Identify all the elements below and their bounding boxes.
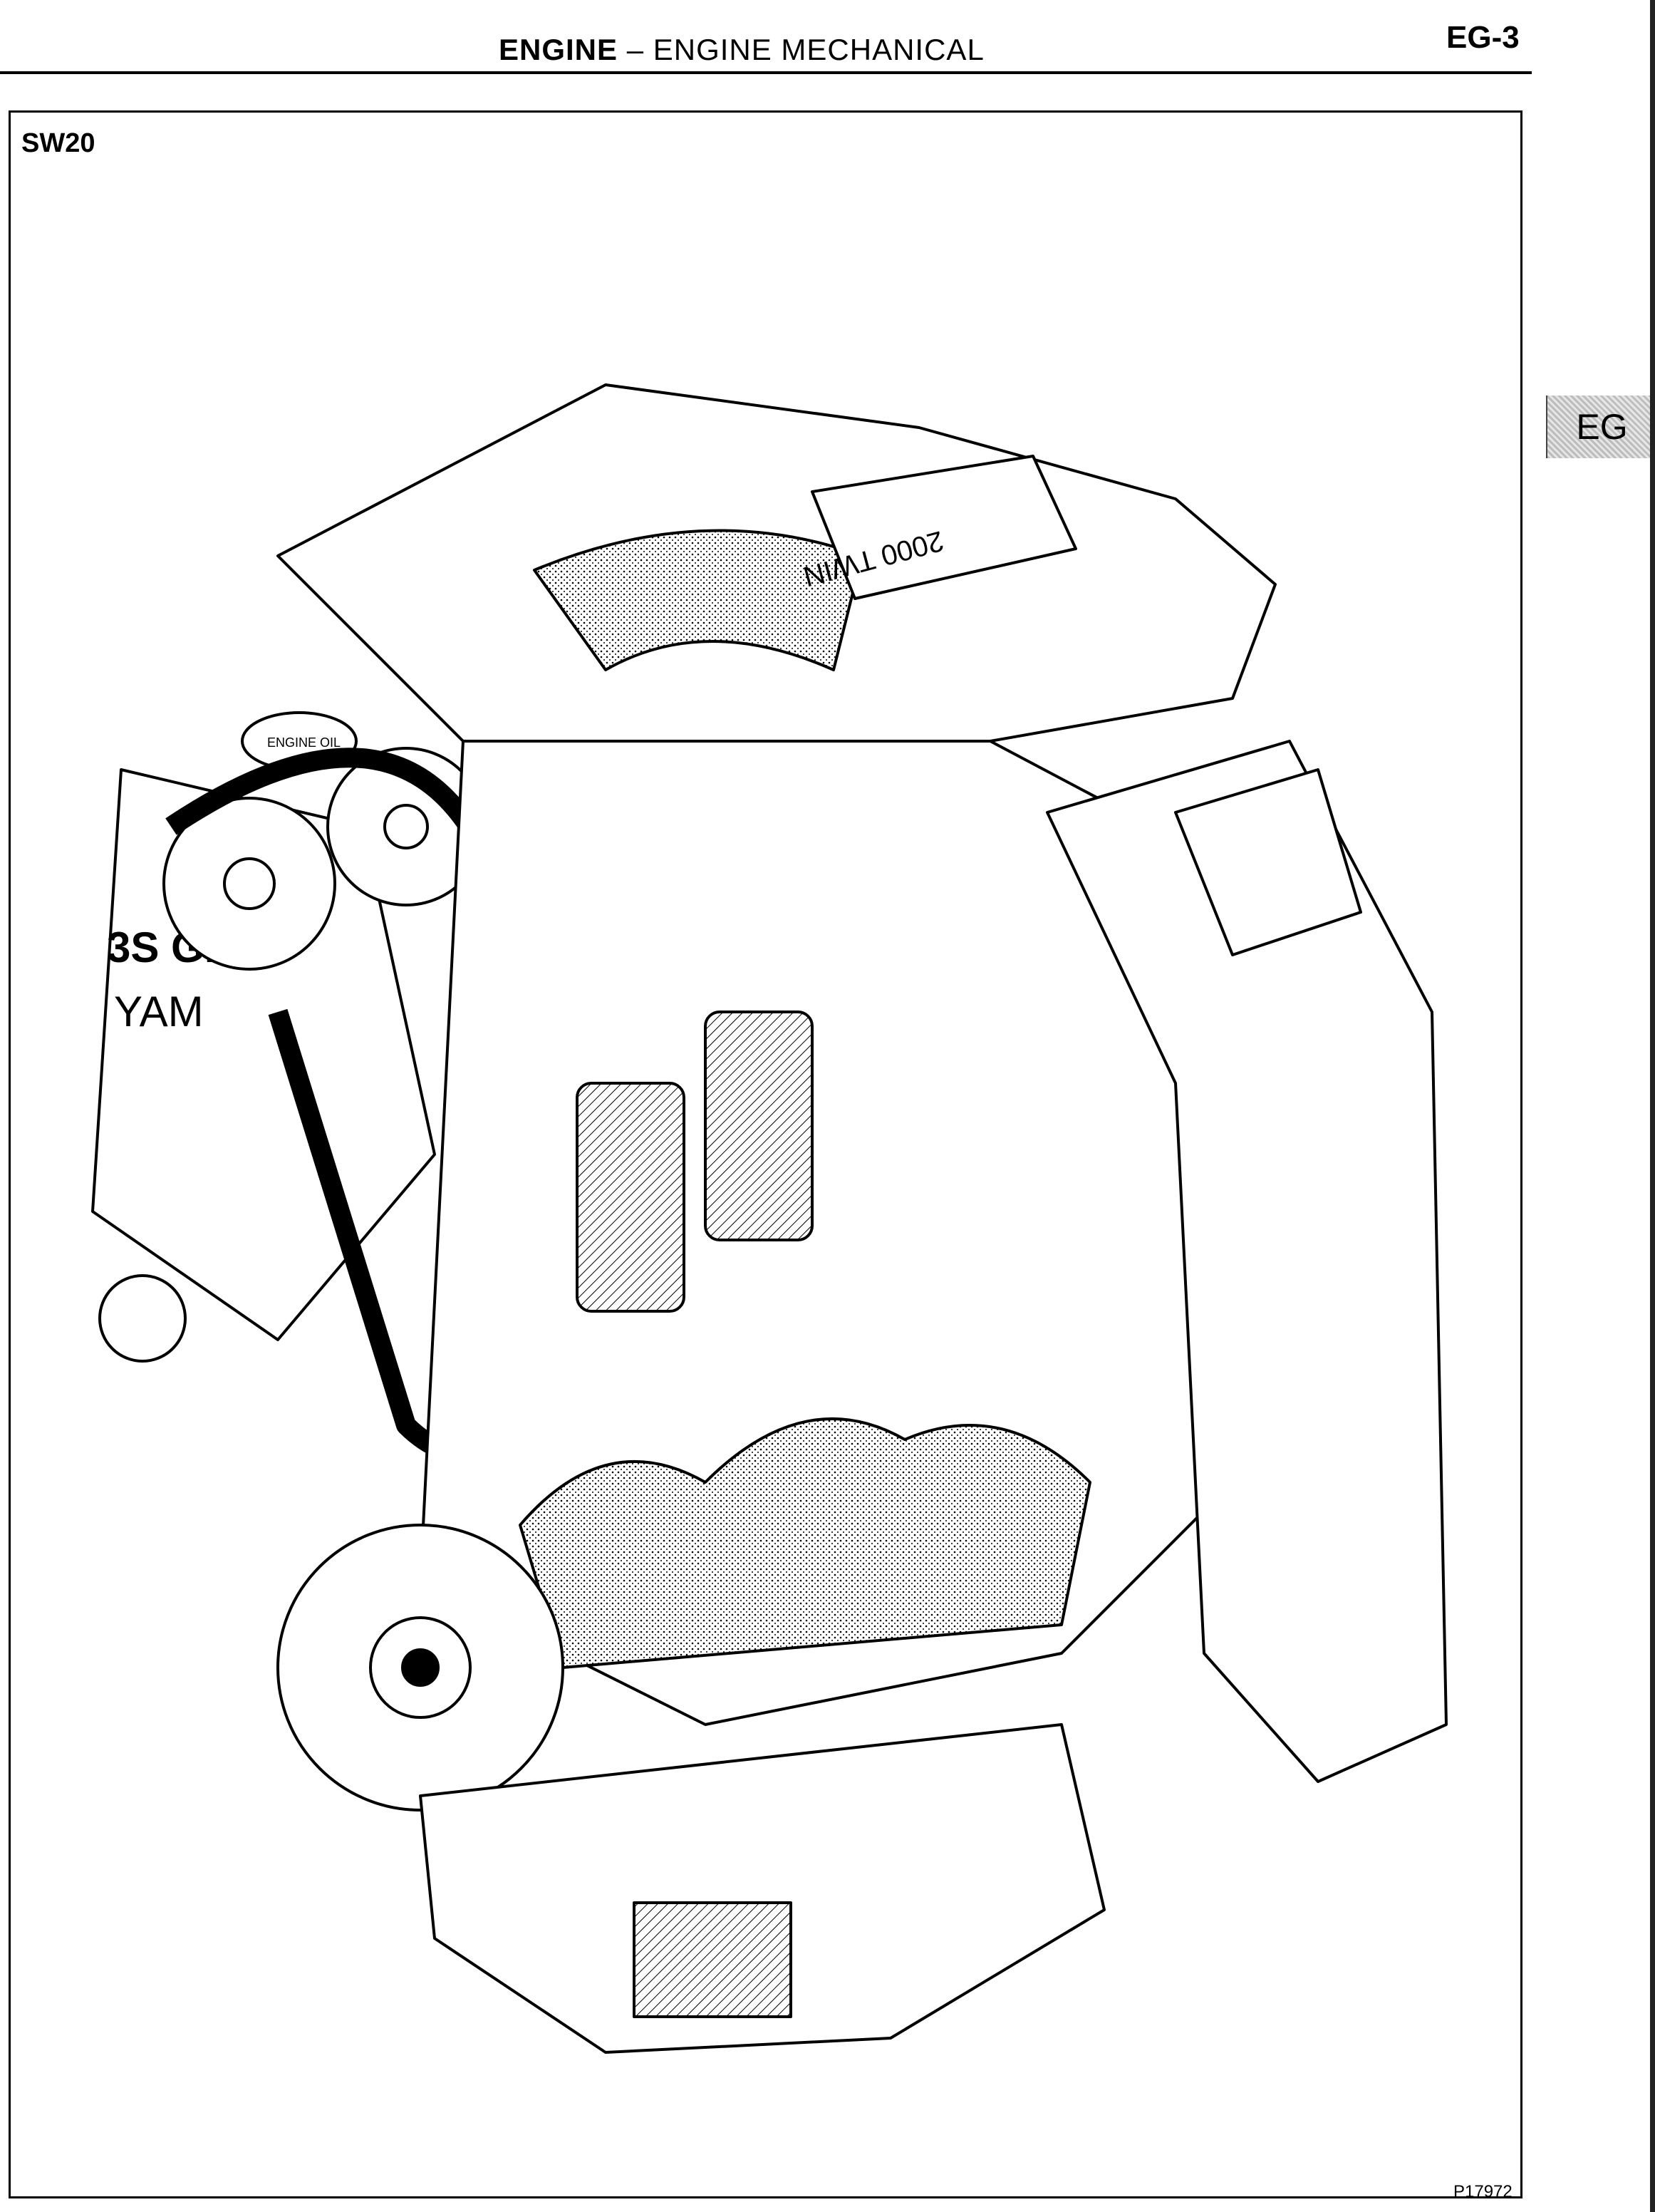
figure-frame bbox=[9, 110, 1522, 2198]
title-rest: – ENGINE MECHANICAL bbox=[618, 33, 985, 66]
alternator-pulley bbox=[98, 1274, 187, 1363]
section-tab: EG bbox=[1546, 396, 1655, 458]
engine-cutaway-illustration: 2000 TWIN ENGINE OIL 3S GE YAM bbox=[91, 383, 1448, 2054]
crankshaft bbox=[519, 1417, 1091, 1669]
title-bold: ENGINE bbox=[499, 33, 618, 66]
model-label: SW20 bbox=[21, 128, 95, 158]
page-number: EG-3 bbox=[1446, 20, 1520, 55]
piston-1 bbox=[576, 1082, 685, 1313]
piston-2 bbox=[704, 1011, 814, 1241]
figure-code: P17972 bbox=[1453, 2182, 1513, 2201]
timing-cover-sub-marking: YAM bbox=[114, 988, 204, 1035]
header-divider bbox=[0, 71, 1532, 74]
section-tab-label: EG bbox=[1576, 407, 1628, 447]
page-title: ENGINE – ENGINE MECHANICAL bbox=[499, 33, 985, 67]
page-header: ENGINE – ENGINE MECHANICAL EG-3 bbox=[0, 0, 1655, 78]
oil-cap-marking: ENGINE OIL bbox=[267, 735, 341, 750]
scan-edge bbox=[1650, 0, 1655, 2212]
oil-pan bbox=[419, 1723, 1106, 2054]
oil-filter bbox=[633, 1901, 792, 2018]
heat-shield-logo-plate bbox=[1174, 768, 1362, 956]
cam-cover bbox=[811, 455, 1077, 600]
